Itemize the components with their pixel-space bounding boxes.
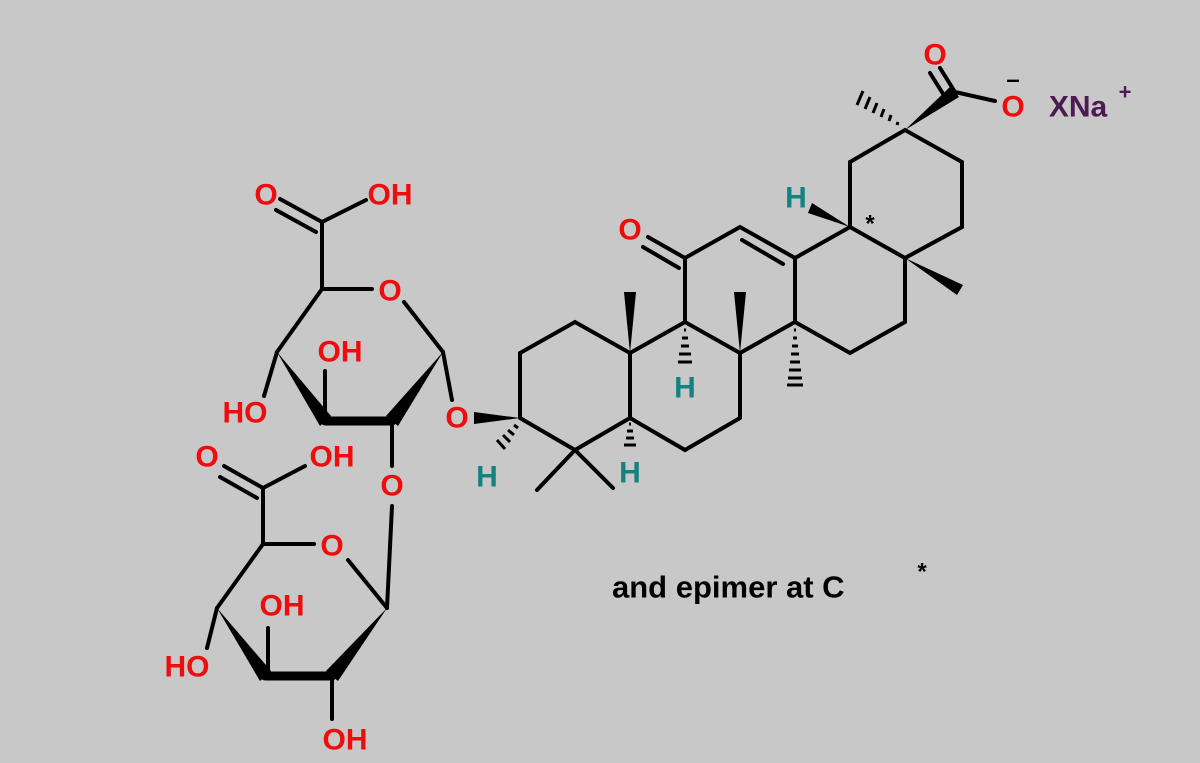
bond <box>262 350 279 398</box>
caption: and epimer at C * <box>612 559 927 605</box>
atom-label-o: O <box>445 402 468 435</box>
bond <box>573 448 615 490</box>
atom-label-oh: OH <box>323 724 368 757</box>
bond <box>205 606 219 650</box>
wedge-bond <box>905 86 959 130</box>
atom-label-oh: OH <box>310 441 355 474</box>
atom-label-ho: HO <box>223 397 268 430</box>
ring-a <box>518 319 632 453</box>
bond <box>275 287 324 354</box>
bonds <box>205 66 997 721</box>
hash-bond <box>855 90 900 126</box>
atom-label-o: O <box>618 214 641 247</box>
hash-bond <box>495 422 636 450</box>
bond <box>641 245 681 270</box>
atom-label-o-minus: O <box>1001 91 1024 124</box>
ring-c <box>683 224 797 355</box>
wedge-bond <box>386 352 443 426</box>
bond <box>278 197 324 224</box>
negative-charge: – <box>1006 67 1019 94</box>
wedge-bond <box>624 292 636 353</box>
counterion-label: XNa <box>1049 91 1108 124</box>
atom-label-o: O <box>380 470 403 503</box>
bond <box>274 208 318 234</box>
bond <box>535 448 577 492</box>
bond <box>218 475 259 500</box>
bond <box>646 235 687 260</box>
atom-label-oh: OH <box>318 336 363 369</box>
wedge-bond <box>217 608 271 681</box>
wedge-bond <box>474 412 520 424</box>
atom-label-h: H <box>619 457 641 490</box>
wedge-bond <box>734 292 746 353</box>
wedge-bond <box>277 352 331 426</box>
wedge-bond <box>326 608 387 681</box>
caption-text: and epimer at C <box>612 570 845 605</box>
atom-label-h: H <box>674 372 696 405</box>
wedge-bond <box>905 258 963 295</box>
hash-bond <box>678 328 692 364</box>
bond <box>215 542 265 610</box>
atom-label-h: H <box>785 182 807 215</box>
bond <box>938 66 957 94</box>
bond <box>346 558 389 610</box>
bond <box>953 90 997 103</box>
atom-label-o: O <box>254 179 277 212</box>
atom-label-ho: HO <box>165 651 210 684</box>
ring-e <box>848 127 964 260</box>
atom-label-oh: OH <box>368 179 413 212</box>
bond <box>320 198 368 224</box>
bond <box>928 71 947 99</box>
atom-label-oh: OH <box>260 590 305 623</box>
atom-labels: O OH O OH HO O O O OH O OH HO OH H H H H… <box>165 39 1132 757</box>
ring-b <box>628 319 742 453</box>
atom-label-o: O <box>195 441 218 474</box>
bond <box>441 350 454 402</box>
atom-label-o: O <box>320 530 343 563</box>
ring-d <box>793 224 907 356</box>
bond <box>222 464 265 490</box>
hash-bond <box>787 328 803 387</box>
atom-label-h: H <box>476 461 498 494</box>
atom-label-o: O <box>923 39 946 72</box>
positive-charge: + <box>1119 80 1132 105</box>
bond <box>740 238 785 266</box>
bond <box>402 300 445 354</box>
bond <box>385 504 394 610</box>
stereocenter-asterisk: * <box>865 211 875 238</box>
caption-superscript: * <box>917 559 927 586</box>
atom-label-o: O <box>378 275 401 308</box>
wedge-bond <box>808 203 850 227</box>
bond <box>261 464 307 490</box>
